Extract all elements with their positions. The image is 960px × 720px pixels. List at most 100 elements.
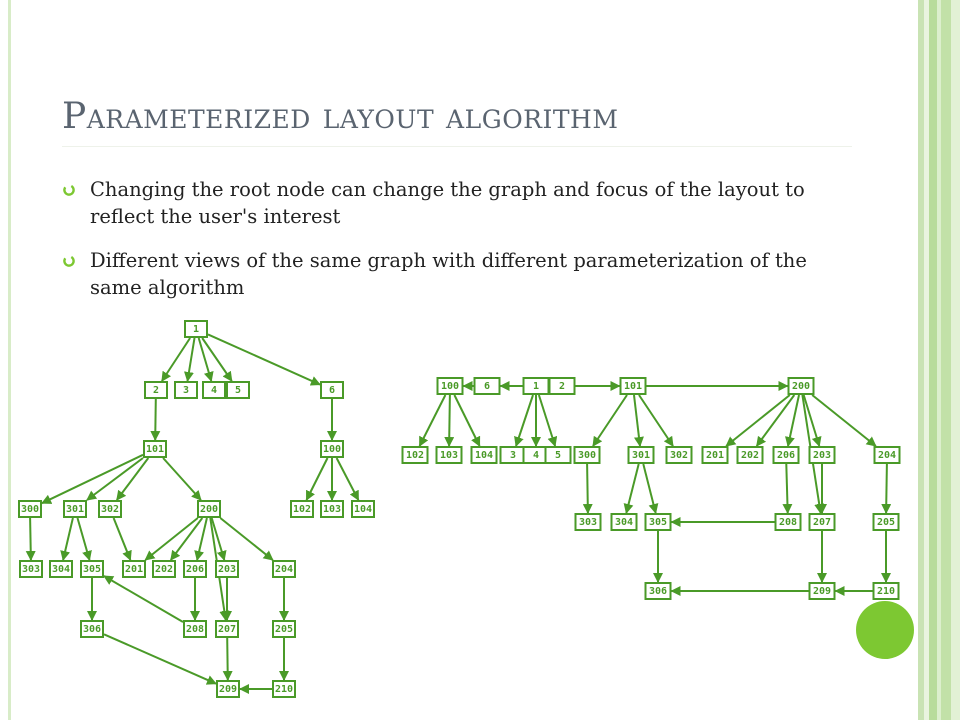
node-box — [610, 513, 638, 531]
node-label: 208 — [186, 624, 204, 635]
node-label: 201 — [706, 450, 724, 461]
graph-node: 102 — [290, 500, 314, 518]
node-box — [215, 560, 239, 578]
node-box — [183, 620, 207, 638]
node-box — [98, 500, 122, 518]
node-label: 203 — [218, 564, 236, 575]
node-box — [226, 381, 250, 399]
graph-node: 304 — [610, 513, 638, 531]
node-label: 3 — [510, 450, 516, 461]
node-label: 206 — [777, 450, 795, 461]
edge-1-4 — [197, 337, 214, 382]
node-label: 209 — [219, 684, 237, 695]
right-border-stripe — [924, 0, 929, 720]
graph-node: 210 — [872, 582, 900, 600]
graph-node: 210 — [272, 680, 296, 698]
node-box — [473, 377, 501, 395]
edge-200-202 — [170, 517, 204, 561]
node-box — [872, 513, 900, 531]
node-label: 202 — [741, 450, 759, 461]
graph-node: 305 — [644, 513, 672, 531]
node-box — [183, 560, 207, 578]
node-box — [701, 446, 729, 464]
graph-node: 207 — [808, 513, 836, 531]
graph-node: 205 — [272, 620, 296, 638]
graph-node: 103 — [320, 500, 344, 518]
graph-node: 4 — [202, 381, 226, 399]
node-label: 204 — [878, 450, 896, 461]
node-label: 2 — [559, 381, 565, 392]
graph-node: 209 — [216, 680, 240, 698]
edge-200-201 — [144, 517, 199, 561]
node-label: 207 — [218, 624, 236, 635]
node-label: 5 — [235, 385, 241, 396]
node-label: 305 — [649, 517, 667, 528]
node-label: 208 — [779, 517, 797, 528]
graph-node: 6 — [473, 377, 501, 395]
edge-204-205 — [881, 463, 892, 514]
graph-node: 104 — [351, 500, 375, 518]
edge-101-300 — [592, 394, 628, 447]
bullet-list: Changing the root node can change the gr… — [62, 176, 822, 318]
edge-200-204 — [219, 517, 274, 561]
graph-node: 209 — [808, 582, 836, 600]
graph-node: 101 — [143, 440, 167, 458]
node-label: 101 — [146, 444, 164, 455]
graph-node: 6 — [320, 381, 344, 399]
graph-node: 205 — [872, 513, 900, 531]
node-label: 306 — [83, 624, 101, 635]
node-label: 6 — [329, 385, 335, 396]
graph-node: 2 — [548, 377, 576, 395]
title-divider — [62, 146, 852, 147]
graph-node: 5 — [226, 381, 250, 399]
graph-node: 1 — [522, 377, 550, 395]
node-box — [436, 377, 464, 395]
node-box — [873, 446, 901, 464]
edge-200-203 — [802, 394, 822, 447]
edge-100-104 — [453, 394, 481, 447]
bullet-text: Changing the root node can change the gr… — [90, 178, 805, 228]
node-box — [49, 560, 73, 578]
node-label: 303 — [579, 517, 597, 528]
node-label: 300 — [578, 450, 596, 461]
node-box — [143, 440, 167, 458]
node-box — [184, 320, 208, 338]
node-label: 102 — [406, 450, 424, 461]
node-box — [808, 582, 836, 600]
node-box — [665, 446, 693, 464]
graph-node: 206 — [183, 560, 207, 578]
edge-200-203 — [210, 517, 227, 561]
node-label: 300 — [21, 504, 39, 515]
graph-node: 3 — [174, 381, 198, 399]
node-label: 200 — [200, 504, 218, 515]
node-label: 304 — [52, 564, 70, 575]
bullet-icon — [63, 255, 75, 267]
graph-node: 300 — [573, 446, 601, 464]
graph-node: 204 — [272, 560, 296, 578]
node-box — [19, 560, 43, 578]
edge-1-5 — [537, 394, 558, 447]
node-label: 5 — [555, 450, 561, 461]
node-label: 304 — [615, 517, 633, 528]
right-border-stripe — [937, 0, 941, 720]
edge-200-206 — [785, 394, 800, 447]
node-label: 204 — [275, 564, 293, 575]
node-box — [627, 446, 655, 464]
graph-node: 300 — [18, 500, 42, 518]
edge-100-102 — [418, 394, 447, 447]
node-box — [290, 500, 314, 518]
node-label: 210 — [275, 684, 293, 695]
graph-node: 204 — [873, 446, 901, 464]
right-border-stripe — [929, 0, 937, 720]
node-box — [644, 582, 672, 600]
graph-node: 306 — [644, 582, 672, 600]
graph-node: 304 — [49, 560, 73, 578]
graph-node: 1 — [184, 320, 208, 338]
edge-101-301 — [86, 457, 144, 501]
edge-208-305 — [103, 575, 184, 623]
node-label: 1 — [193, 324, 199, 335]
slide-title: Parameterized layout algorithm — [62, 96, 619, 137]
node-box — [872, 582, 900, 600]
node-label: 301 — [66, 504, 84, 515]
node-label: 103 — [323, 504, 341, 515]
